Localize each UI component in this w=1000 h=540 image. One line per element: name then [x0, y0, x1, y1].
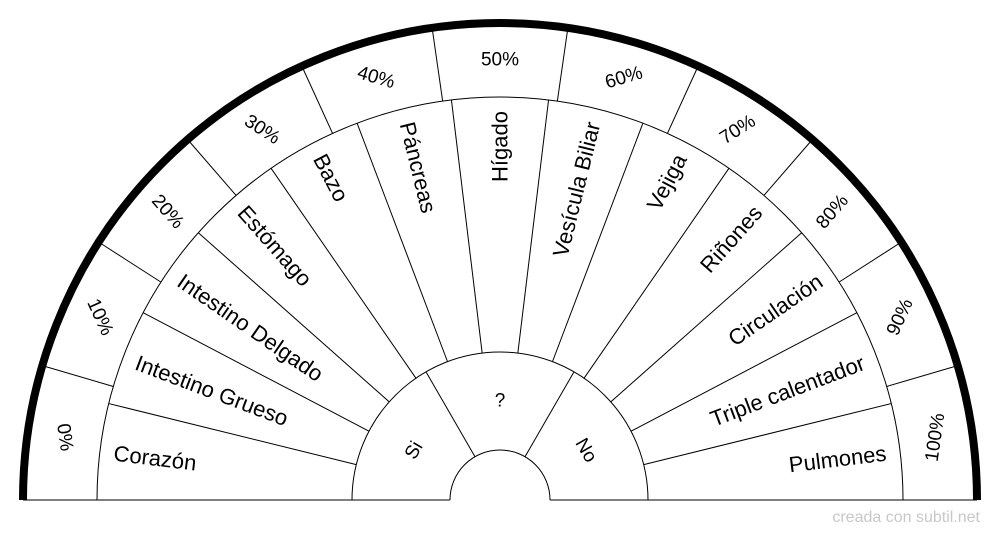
- organ-divider: [356, 123, 448, 362]
- organ-divider: [450, 99, 483, 354]
- organ-label: Intestino Grueso: [132, 350, 292, 431]
- organ-divider: [630, 312, 858, 432]
- percent-divider: [42, 365, 114, 387]
- core-arc: [449, 449, 551, 501]
- percent-label: 40%: [355, 62, 398, 93]
- organ-label: Triple calentador: [707, 350, 868, 431]
- credit-text: creada con subtil.net: [832, 509, 980, 526]
- percent-label: 80%: [812, 191, 853, 234]
- percent-divider: [98, 241, 162, 283]
- percent-label: 70%: [716, 111, 759, 149]
- outer-border-arc: [19, 19, 981, 501]
- percent-divider: [886, 365, 958, 387]
- organ-divider: [517, 99, 550, 354]
- organ-label: Corazón: [112, 441, 198, 476]
- organ-divider: [552, 123, 644, 362]
- organ-divider: [610, 232, 802, 403]
- chart-lines: [19, 19, 981, 501]
- organ-label: Vejiga: [642, 149, 692, 214]
- percent-label: 100%: [922, 412, 950, 463]
- organ-label: Circulación: [723, 269, 827, 351]
- answer-label: No: [571, 435, 601, 467]
- answer-label: Si: [401, 438, 428, 463]
- percent-divider: [431, 27, 444, 102]
- organ-label: Hígado: [488, 111, 513, 182]
- percent-label: 0%: [52, 422, 77, 452]
- organ-label: Bazo: [308, 150, 353, 206]
- percent-divider: [838, 241, 902, 283]
- percent-inner-arc: [96, 96, 904, 501]
- answer-label: ?: [495, 391, 506, 412]
- percent-label: 90%: [883, 295, 918, 338]
- percent-divider: [301, 65, 334, 134]
- percent-label: 10%: [82, 296, 117, 339]
- percent-label: 30%: [240, 111, 283, 149]
- percent-divider: [556, 27, 569, 102]
- percent-label: 50%: [481, 50, 519, 71]
- organ-label: Estómago: [233, 201, 317, 292]
- organ-divider: [643, 403, 892, 466]
- organ-label: Pulmones: [788, 441, 888, 478]
- percent-label: 20%: [147, 191, 188, 234]
- organ-divider: [108, 403, 357, 466]
- organ-label: Riñones: [695, 201, 767, 278]
- answer-ring: Si? No: [401, 391, 601, 467]
- answer-divider: [425, 371, 476, 457]
- organ-label: Vesícula Biliar: [548, 119, 605, 259]
- organ-label: Páncreas: [395, 119, 442, 215]
- percent-divider: [763, 139, 813, 196]
- percent-divider: [187, 139, 237, 196]
- percent-label: 60%: [603, 62, 646, 93]
- organ-divider: [198, 232, 390, 403]
- percent-divider: [666, 65, 699, 134]
- answer-divider: [524, 371, 575, 457]
- organ-inner-arc: [351, 351, 649, 501]
- organ-divider: [270, 168, 417, 379]
- organ-divider: [142, 312, 370, 432]
- organ-divider: [583, 168, 730, 379]
